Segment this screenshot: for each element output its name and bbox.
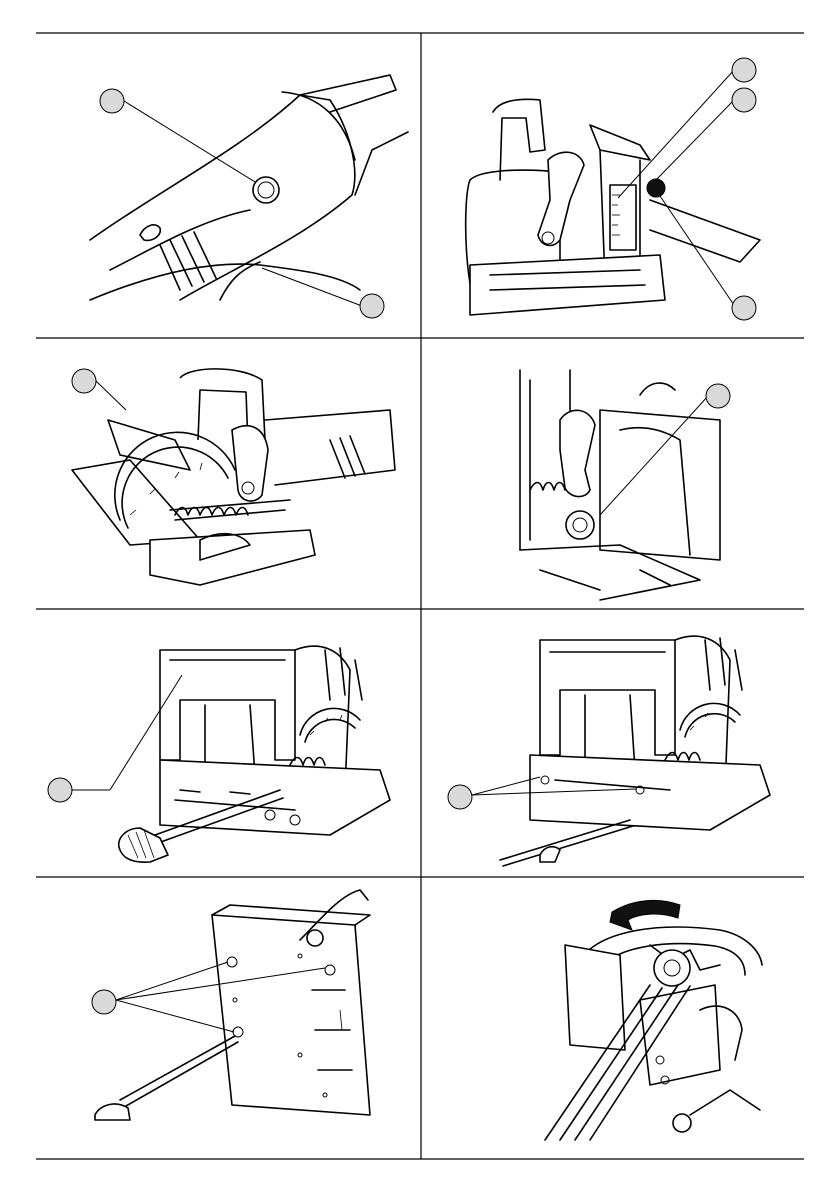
callout-2c (732, 296, 756, 320)
callout-6a (448, 785, 472, 809)
panel-motor-switch (90, 75, 408, 318)
callout-2a (732, 58, 756, 82)
callout-7a (92, 990, 116, 1014)
panel-angle-fence (72, 369, 395, 585)
callout-1a (100, 89, 124, 113)
panel-blade-change (545, 900, 762, 1140)
panel-height-adjustment (466, 58, 760, 320)
callout-2b (732, 88, 756, 112)
panel-baseplate-screws (92, 890, 370, 1120)
callout-4a (706, 384, 730, 408)
callout-1b (360, 294, 384, 318)
rotation-arrow-icon (610, 900, 680, 930)
panel-depth-knob (520, 370, 730, 600)
callout-3a (72, 369, 96, 393)
callout-5a (48, 778, 72, 802)
panel-base-screws (448, 636, 770, 866)
panel-fence-screw (48, 646, 390, 862)
